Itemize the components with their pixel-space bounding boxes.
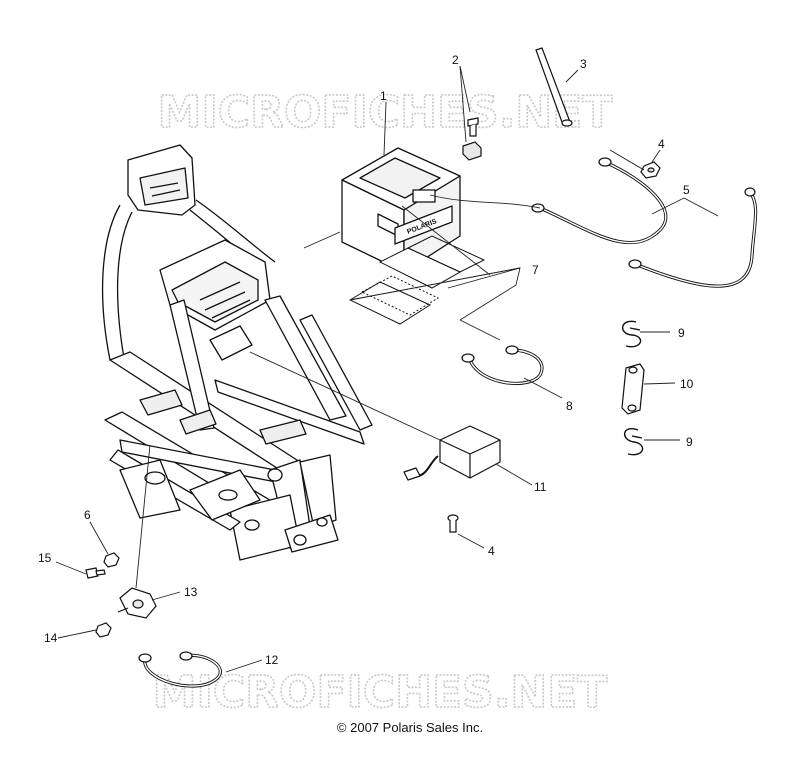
callout-2: 2 (452, 53, 459, 67)
bolt-15[interactable] (85, 567, 106, 579)
callout-9a: 9 (678, 326, 685, 340)
ground-cable[interactable] (461, 345, 544, 385)
leader-lines (55, 65, 719, 673)
nut-6[interactable] (103, 552, 120, 568)
nut-upper[interactable] (640, 161, 661, 179)
callout-6: 6 (84, 508, 91, 522)
callout-12: 12 (265, 653, 279, 667)
watermark-group: MICROFICHES.NET MICROFICHES.NET (152, 86, 613, 719)
frame-assembly (101, 144, 373, 561)
callout-5: 5 (683, 183, 690, 197)
electrical-module[interactable] (403, 425, 501, 481)
callout-13: 13 (184, 585, 198, 599)
callout-1: 1 (380, 89, 387, 103)
callout-4b: 4 (488, 544, 495, 558)
callout-7: 7 (532, 263, 539, 277)
callout-14: 14 (44, 631, 58, 645)
battery-pads[interactable] (348, 235, 486, 325)
battery-cable-set[interactable] (531, 157, 758, 288)
bracket-13[interactable] (117, 587, 157, 619)
clip-upper[interactable] (622, 320, 642, 348)
watermark-bottom: MICROFICHES.NET (153, 667, 608, 718)
hold-down-rod[interactable] (535, 47, 573, 127)
clip-lower[interactable] (624, 428, 644, 456)
callout-8: 8 (566, 399, 573, 413)
callout-9b: 9 (686, 435, 693, 449)
hold-down-strap[interactable] (621, 363, 645, 415)
callout-4a: 4 (658, 137, 665, 151)
terminal-bolt[interactable] (462, 117, 482, 161)
nut-14[interactable] (95, 622, 112, 638)
callout-10: 10 (680, 377, 694, 391)
callout-11: 11 (534, 480, 547, 494)
copyright-notice: © 2007 Polaris Sales Inc. (337, 720, 483, 735)
cable-12[interactable] (138, 651, 222, 688)
bolt-lower[interactable] (447, 514, 459, 533)
callout-labels: 1 2 3 4 5 7 9 10 8 9 11 4 6 15 13 14 12 (38, 53, 694, 667)
callout-15: 15 (38, 551, 52, 565)
callout-3: 3 (580, 57, 587, 71)
